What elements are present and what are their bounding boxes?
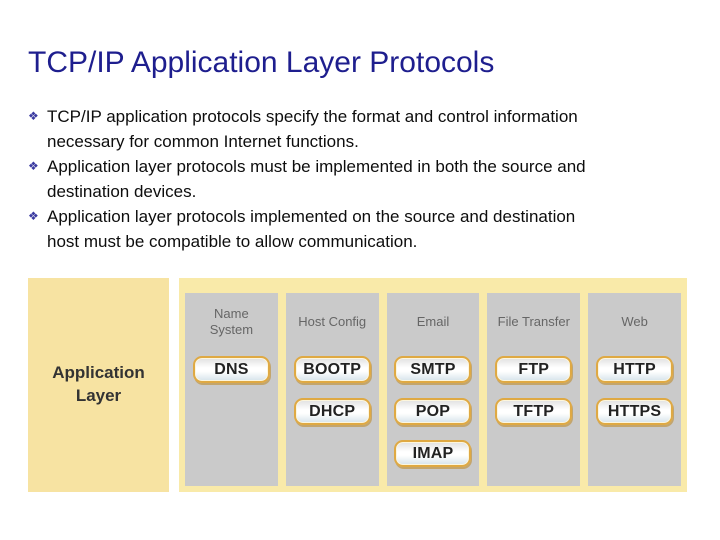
column-host-config: Host Config BOOTP DHCP	[285, 293, 379, 486]
column-label: File Transfer	[497, 314, 570, 330]
button-stack: FTP TFTP	[495, 356, 573, 425]
bullet-text: Application layer protocols must be impl…	[47, 157, 586, 201]
protocol-button-tftp: TFTP	[495, 398, 573, 425]
column-email: Email SMTP POP IMAP	[386, 293, 480, 486]
protocol-button-dhcp: DHCP	[293, 398, 371, 425]
bullet-text: TCP/IP application protocols specify the…	[47, 107, 578, 151]
application-layer-box: Application Layer	[28, 278, 169, 492]
protocol-button-smtp: SMTP	[394, 356, 472, 383]
button-stack: DNS	[192, 356, 270, 383]
protocol-button-https: HTTPS	[596, 398, 674, 425]
bullet-item: ❖ Application layer protocols must be im…	[28, 154, 693, 204]
protocol-button-bootp: BOOTP	[293, 356, 371, 383]
column-name-system: Name System DNS	[185, 293, 278, 486]
page-title: TCP/IP Application Layer Protocols	[28, 46, 495, 79]
button-stack: HTTP HTTPS	[596, 356, 674, 425]
diamond-bullet-icon: ❖	[28, 209, 39, 223]
button-stack: BOOTP DHCP	[293, 356, 371, 425]
bullet-text: Application layer protocols implemented …	[47, 207, 576, 251]
diamond-bullet-icon: ❖	[28, 109, 39, 123]
protocol-button-imap: IMAP	[394, 440, 472, 467]
bullet-list: ❖ TCP/IP application protocols specify t…	[28, 104, 693, 254]
protocol-button-pop: POP	[394, 398, 472, 425]
protocol-button-http: HTTP	[596, 356, 674, 383]
column-label: Name System	[209, 306, 254, 337]
column-label: Email	[416, 314, 450, 330]
diamond-bullet-icon: ❖	[28, 159, 39, 173]
column-label: Host Config	[298, 314, 367, 330]
button-stack: SMTP POP IMAP	[394, 356, 472, 467]
column-web: Web HTTP HTTPS	[588, 293, 681, 486]
protocol-panel: Name System DNS Host Config BOOTP DHCP E…	[179, 278, 687, 492]
column-label: Web	[621, 314, 648, 330]
application-layer-label: Application Layer	[52, 363, 145, 405]
protocol-button-dns: DNS	[192, 356, 270, 383]
column-file-transfer: File Transfer FTP TFTP	[487, 293, 581, 486]
bullet-item: ❖ Application layer protocols implemente…	[28, 204, 693, 254]
protocol-button-ftp: FTP	[495, 356, 573, 383]
bullet-item: ❖ TCP/IP application protocols specify t…	[28, 104, 693, 154]
